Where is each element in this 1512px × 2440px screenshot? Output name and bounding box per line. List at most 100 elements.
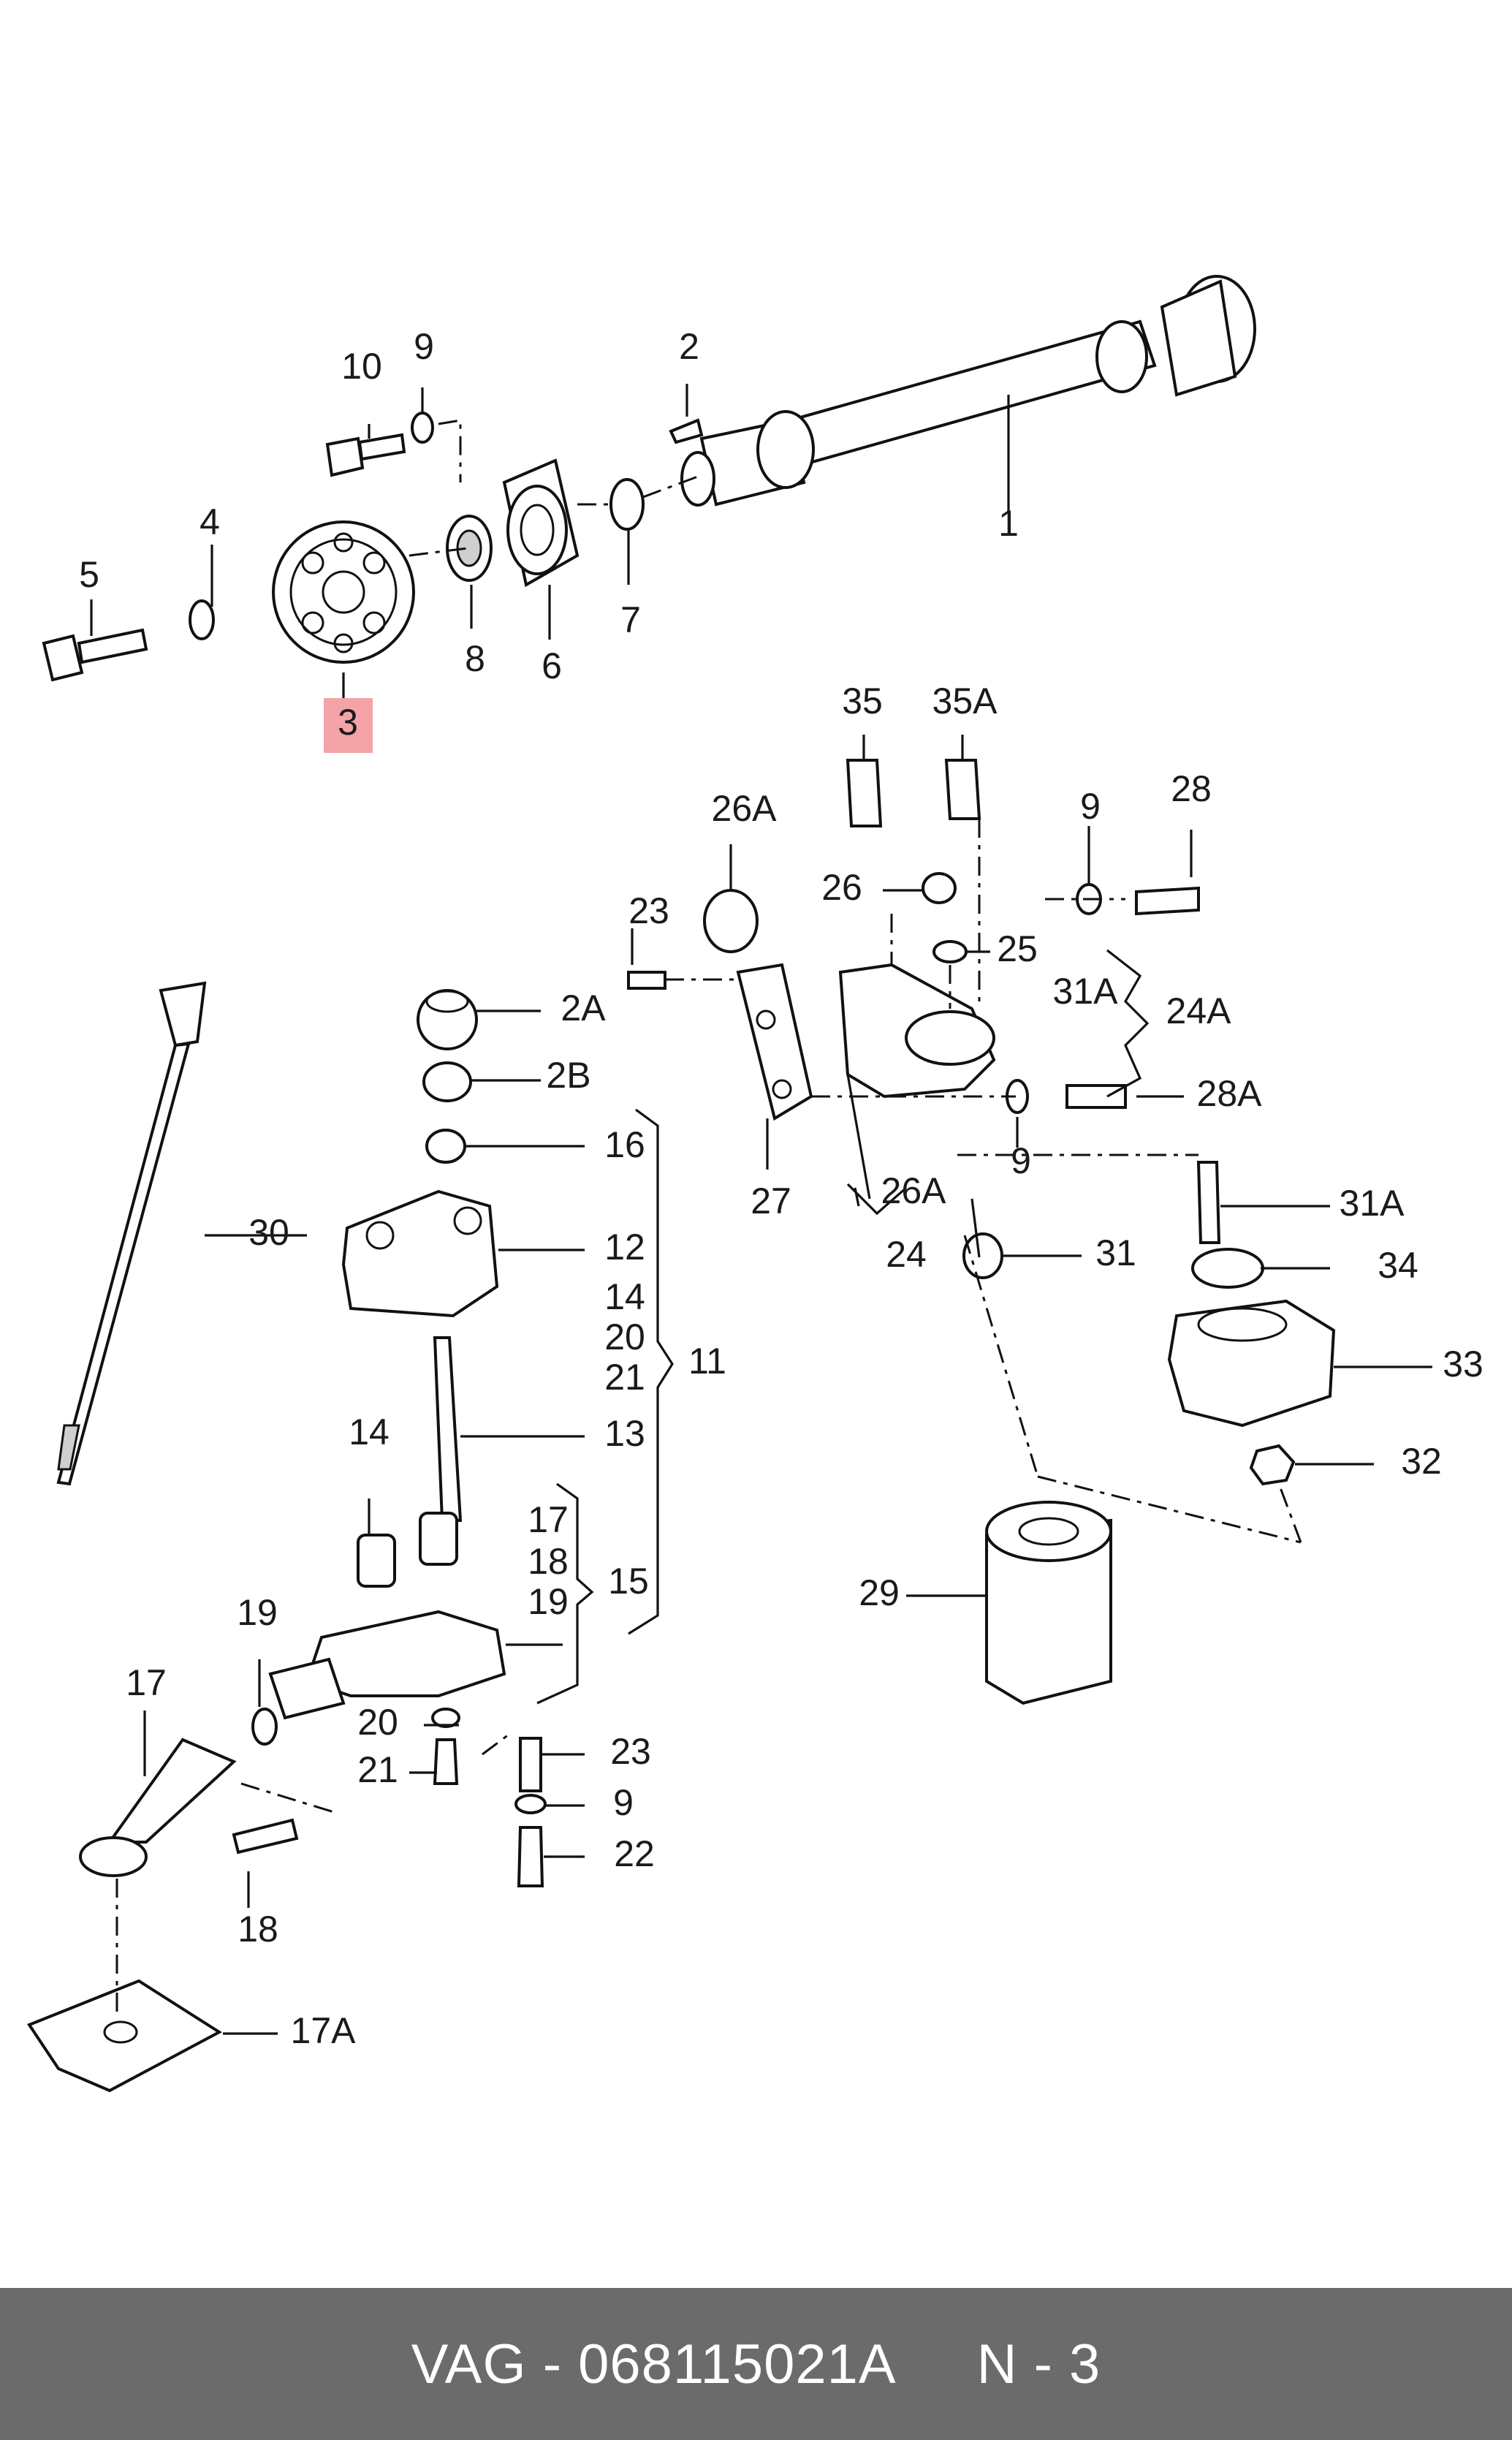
callout-4: 4 (200, 501, 220, 542)
callout-35A: 35A (932, 681, 998, 721)
callout-2: 2 (679, 326, 699, 367)
callout-17A: 17A (291, 2010, 357, 2051)
pump-cover-12 (341, 1189, 499, 1318)
callout-1: 1 (998, 503, 1019, 544)
callout-24: 24 (886, 1234, 927, 1275)
callout-9-right: 9 (1080, 786, 1101, 827)
filter-bracket-24 (838, 963, 996, 1099)
callout-28: 28 (1171, 768, 1212, 809)
callout-35: 35 (842, 681, 883, 721)
bearing-8 (446, 515, 493, 582)
callout-29: 29 (859, 1572, 900, 1613)
callout-31A-cooler: 31A (1340, 1183, 1405, 1224)
position-text: N - 3 (976, 2333, 1101, 2395)
sender-35A (944, 759, 981, 820)
callout-16: 16 (604, 1124, 645, 1165)
seal-25 (932, 940, 968, 963)
callout-7: 7 (620, 599, 641, 640)
callout-19-list: 19 (528, 1581, 569, 1622)
part-number-text: VAG - 068115021A (411, 2333, 897, 2395)
gear-2A (417, 989, 478, 1050)
bolt-10 (325, 433, 406, 477)
callout-28A: 28A (1197, 1073, 1263, 1114)
callout-18-list: 18 (528, 1541, 569, 1582)
callout-3: 3 (338, 702, 358, 743)
callout-30: 30 (248, 1212, 289, 1253)
part-number-footer: VAG - 068115021A N - 3 (0, 2288, 1512, 2440)
callout-26: 26 (821, 867, 862, 908)
callout-34: 34 (1378, 1245, 1418, 1286)
callout-8: 8 (465, 638, 485, 679)
bolt-21 (433, 1738, 459, 1785)
plug-26A (703, 889, 759, 953)
callout-23-pump: 23 (610, 1731, 651, 1772)
bolt-22 (517, 1826, 544, 1887)
callout-20-washer: 20 (357, 1702, 398, 1743)
callout-22: 22 (614, 1833, 655, 1874)
bolt-28 (1135, 886, 1200, 916)
callout-25: 25 (997, 928, 1038, 969)
callout-27: 27 (751, 1181, 791, 1221)
suction-pipe-17 (79, 1738, 237, 1877)
callout-17-pipe: 17 (126, 1662, 167, 1703)
callout-13: 13 (604, 1413, 645, 1454)
callout-9-top: 9 (414, 326, 434, 367)
bolt-5 (42, 628, 148, 682)
washer-9-pump (514, 1794, 547, 1814)
drive-gear-large (272, 520, 415, 664)
bush-2B (422, 1061, 472, 1102)
oring-19 (251, 1708, 278, 1746)
callout-31: 31 (1095, 1232, 1136, 1273)
callout-5: 5 (79, 554, 99, 595)
callout-12: 12 (604, 1227, 645, 1268)
callout-10: 10 (341, 346, 382, 387)
callout-20-list: 20 (604, 1316, 645, 1357)
callout-15: 15 (608, 1561, 649, 1602)
nut-32 (1249, 1444, 1296, 1486)
key-2 (669, 418, 704, 444)
bush-16 (425, 1129, 466, 1164)
callout-2B: 2B (546, 1055, 590, 1096)
bolt-28A (1065, 1084, 1127, 1109)
baffle-17A (26, 1979, 222, 2093)
exploded-parts-diagram: 1 2 2A 2B 3 4 5 6 7 8 9 9 9 9 10 11 12 1… (26, 275, 1483, 2093)
callout-9-bracket: 9 (1011, 1140, 1031, 1181)
callout-14-list: 14 (604, 1276, 645, 1317)
callout-26A-top: 26A (712, 788, 778, 829)
oring-7 (609, 478, 645, 531)
callout-23-bracket: 23 (628, 890, 669, 931)
callout-6: 6 (542, 645, 562, 686)
oil-cooler-33 (1167, 1299, 1336, 1428)
intermediate-shaft (680, 275, 1256, 507)
callout-31A-top: 31A (1053, 971, 1119, 1012)
callout-2A: 2A (561, 988, 606, 1028)
pump-gear-14-right (419, 1512, 458, 1566)
callout-19-oring: 19 (237, 1592, 278, 1633)
sender-35 (846, 759, 883, 827)
oil-filter-29 (985, 1501, 1112, 1705)
callout-9-pump: 9 (613, 1782, 634, 1823)
callout-17-list: 17 (528, 1499, 569, 1540)
flange-6 (502, 458, 580, 588)
callout-24A: 24A (1166, 990, 1232, 1031)
callout-labels: 1 2 2A 2B 3 4 5 6 7 8 9 9 9 9 10 11 12 1… (79, 326, 1483, 2051)
pump-shaft-13 (433, 1336, 463, 1522)
plug-26 (922, 872, 957, 904)
highlight-box (324, 698, 373, 753)
plug-31 (962, 1232, 1003, 1279)
callout-26A-bottom: 26A (881, 1170, 947, 1211)
gasket-27 (736, 963, 813, 1121)
pump-housing-15 (268, 1610, 506, 1720)
washer-4 (189, 599, 215, 640)
stud-31A (1196, 1161, 1221, 1244)
callout-32: 32 (1401, 1441, 1442, 1482)
bolt-18 (232, 1818, 299, 1854)
leader-lines (90, 384, 1432, 2035)
dipstick-30 (56, 981, 207, 1486)
washer-20 (431, 1708, 460, 1728)
stud-23 (519, 1737, 542, 1792)
callout-11: 11 (688, 1341, 726, 1382)
callout-21-list: 21 (604, 1357, 645, 1398)
oring-34 (1191, 1248, 1264, 1289)
callout-14-gear: 14 (349, 1412, 390, 1452)
